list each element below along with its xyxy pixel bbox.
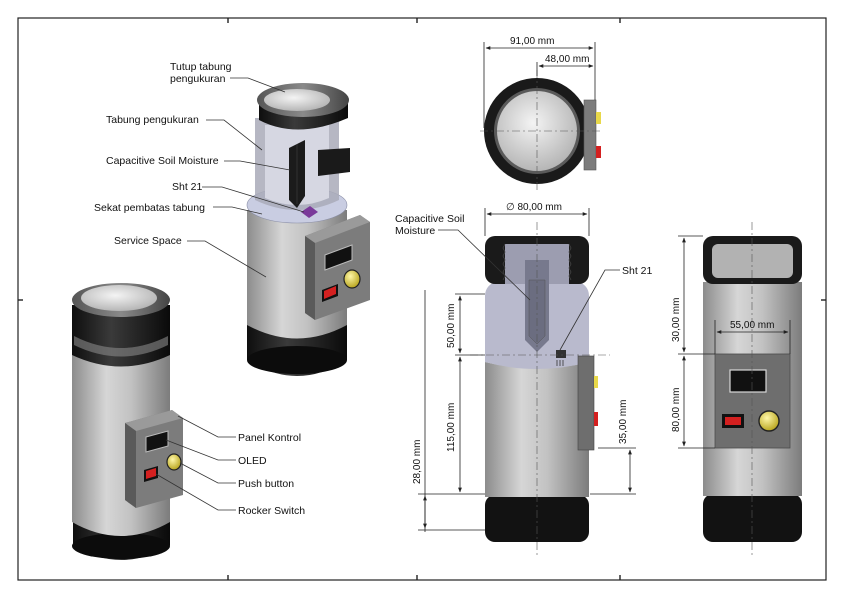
label-push: Push button [238,478,294,490]
dim-top-width: 91,00 mm [510,36,554,47]
iso-control-panel [305,215,370,320]
iso2-push-button [166,453,182,471]
dim-h-35: 35,00 mm [618,400,629,444]
label-sht-iso: Sht 21 [172,181,203,193]
dim-diameter: ∅ 80,00 mm [506,202,562,213]
iso-cutaway-view: Tutup tabung pengukuran Tabung pengukura… [94,61,370,376]
label-capacitive-sec-1: Capacitive Soil [395,213,464,225]
dim-h-30: 30,00 mm [671,298,682,342]
sht21-sensor [301,206,318,218]
front-push-button [758,410,780,432]
label-capacitive-iso: Capacitive Soil Moisture [106,155,219,167]
label-tabung: Tabung pengukuran [106,114,199,126]
front-oled-screen [729,369,767,393]
dim-h-28: 28,00 mm [412,440,423,484]
label-panel: Panel Kontrol [238,432,301,444]
section-view: ∅ 80,00 mm 50,00 mm 115,00 mm 28,00 mm 3… [395,202,653,556]
dim-h-80: 80,00 mm [671,388,682,432]
label-tutup-2: pengukuran [170,73,226,85]
iso-closed-view: Panel Kontrol OLED Push button Rocker Sw… [72,283,305,560]
iso-lid-top [264,89,330,111]
iso-oled-screen [324,244,353,271]
label-sht-sec: Sht 21 [622,265,653,277]
label-capacitive-sec-2: Moisture [395,225,435,237]
border-ticks [18,18,826,580]
front-control-panel [714,353,791,449]
label-rocker: Rocker Switch [238,505,305,517]
iso2-oled-screen [145,430,169,453]
label-oled: OLED [238,455,267,467]
label-sekat: Sekat pembatas tabung [94,202,205,214]
front-view: 30,00 mm 80,00 mm 55,00 mm [671,222,802,556]
dim-h-50: 50,00 mm [446,304,457,348]
dim-panel-width: 55,00 mm [730,320,774,331]
label-tutup-1: Tutup tabung [170,61,232,73]
iso-push-button [343,269,361,289]
dim-top-offset: 48,00 mm [545,54,589,65]
top-view: 91,00 mm 48,00 mm [480,36,601,190]
dim-h-115: 115,00 mm [446,403,457,452]
section-sht21 [556,350,566,358]
iso-closed-lid-top [81,285,157,311]
label-service: Service Space [114,235,182,247]
